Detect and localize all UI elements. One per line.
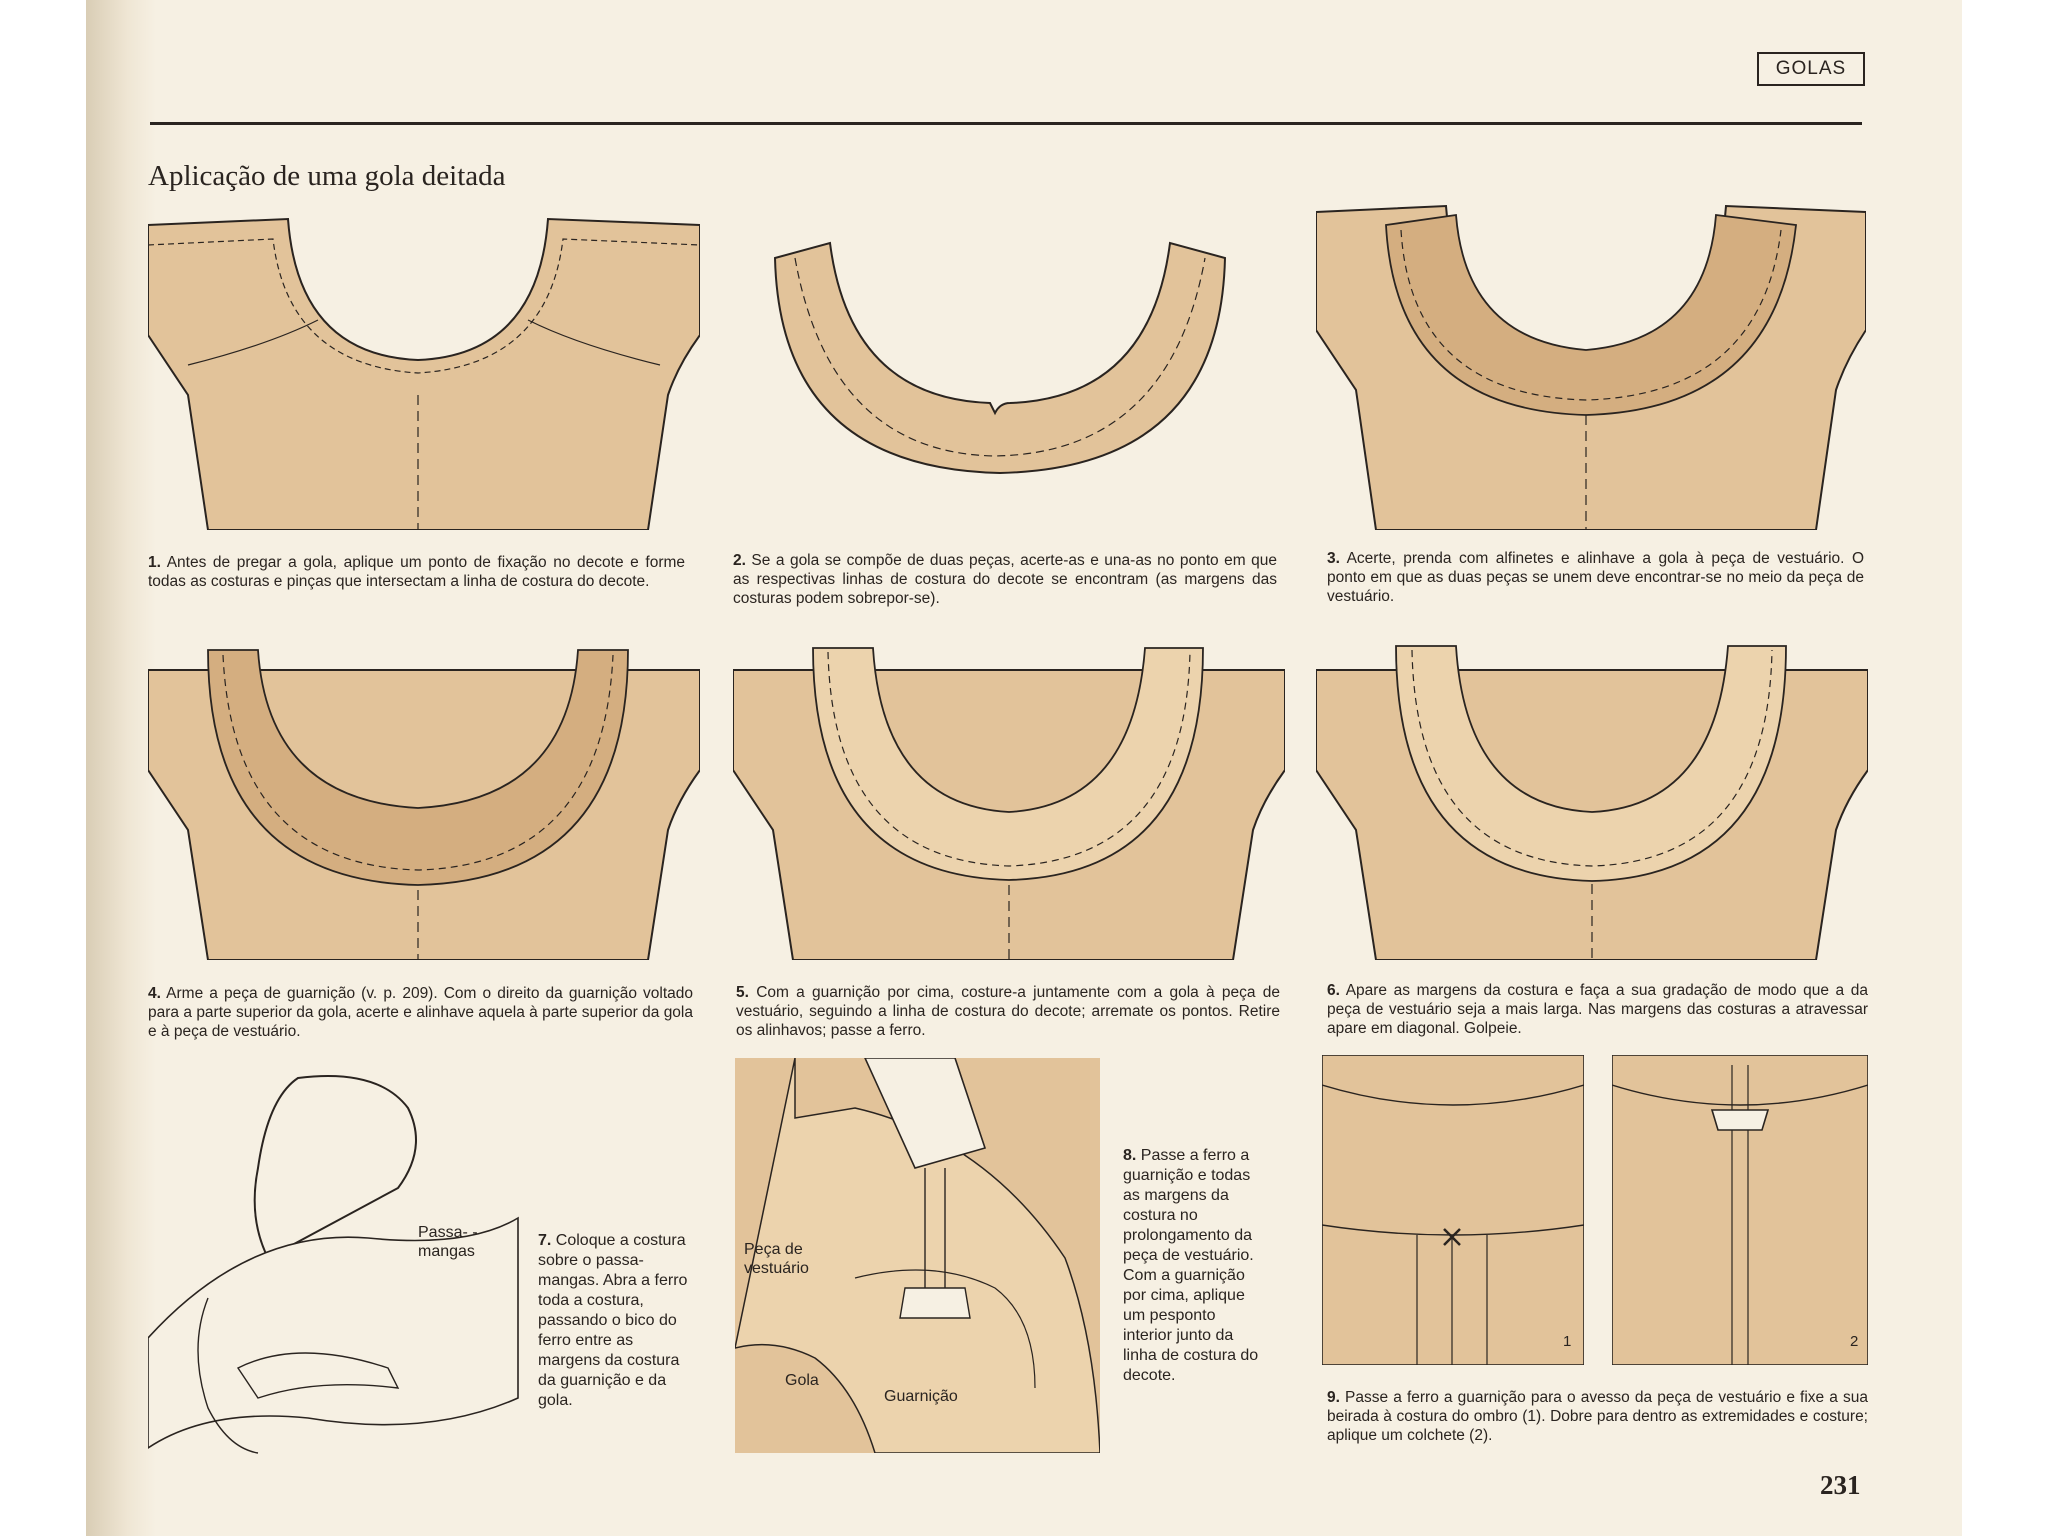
caption-step-5: 5. Com a guarnição por cima, costure-a j… <box>736 983 1280 1040</box>
label-passa-mangas: Passa- -mangas <box>418 1223 488 1261</box>
label-peca-vestuario: Peça de vestuário <box>744 1240 844 1278</box>
caption-step-1: 1. Antes de pregar a gola, aplique um po… <box>148 553 685 591</box>
illustration-step-7 <box>148 1068 528 1458</box>
illustration-step-3 <box>1316 200 1866 530</box>
page-title: Aplicação de uma gola deitada <box>148 160 506 193</box>
illustration-step-9-fig-1 <box>1322 1055 1584 1365</box>
label-gola: Gola <box>785 1372 819 1390</box>
header-rule <box>150 122 1862 125</box>
caption-step-2: 2. Se a gola se compõe de duas peças, ac… <box>733 551 1277 608</box>
figure-number-2: 2 <box>1850 1333 1858 1350</box>
page-number: 231 <box>1820 1470 1861 1501</box>
illustration-step-2 <box>770 238 1230 488</box>
caption-step-4: 4. Arme a peça de guarnição (v. p. 209).… <box>148 984 693 1041</box>
caption-step-8: 8. Passe a ferro a guarnição e todas as … <box>1123 1146 1263 1386</box>
section-tag: GOLAS <box>1757 52 1865 86</box>
caption-step-3: 3. Acerte, prenda com alfinetes e alinha… <box>1327 549 1864 606</box>
caption-step-9: 9. Passe a ferro a guarnição para o aves… <box>1327 1388 1868 1445</box>
illustration-step-4 <box>148 640 700 960</box>
label-guarnicao: Guarnição <box>884 1388 958 1406</box>
illustration-step-6 <box>1316 636 1868 960</box>
book-spine-shadow <box>86 0 156 1536</box>
caption-step-6: 6. Apare as margens da costura e faça a … <box>1327 981 1868 1038</box>
illustration-step-1 <box>148 215 700 530</box>
caption-step-7: 7. Coloque a costura sobre o passa-manga… <box>538 1231 688 1411</box>
illustration-step-9-fig-2 <box>1612 1055 1868 1365</box>
illustration-step-5 <box>733 640 1285 960</box>
figure-number-1: 1 <box>1563 1333 1571 1350</box>
